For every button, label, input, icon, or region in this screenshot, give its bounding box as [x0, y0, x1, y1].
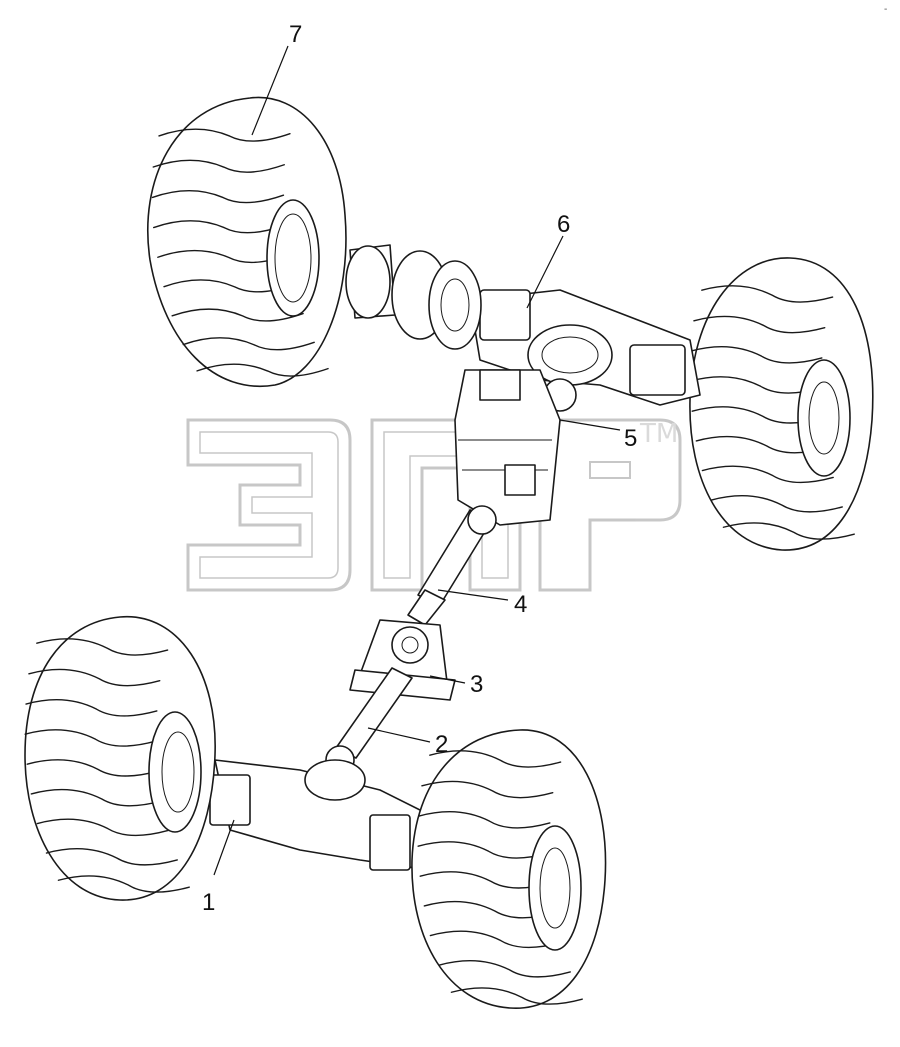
callout-5: 5 [624, 425, 637, 452]
watermark-trademark: TM [639, 419, 678, 449]
callout-1: 1 [202, 889, 215, 916]
callout-4: 4 [514, 591, 527, 618]
corner-mark: - [884, 4, 887, 15]
tire-lower-left [17, 616, 216, 902]
tire-upper-left [140, 96, 347, 394]
watermark: TM [186, 418, 682, 592]
leader-lines [213, 45, 621, 876]
callout-2: 2 [435, 731, 448, 758]
callout-6: 6 [557, 211, 570, 238]
tire-lower-right [410, 729, 607, 1014]
callout-3: 3 [470, 671, 483, 698]
callout-7: 7 [289, 21, 302, 48]
drive-shaft-front [407, 505, 497, 626]
gearbox [454, 369, 561, 526]
wheel-hub-upper-left [345, 244, 482, 350]
intermediate-support [349, 619, 456, 701]
rear-axle [209, 759, 441, 871]
front-axle [469, 289, 701, 412]
tire-upper-right [682, 257, 874, 551]
